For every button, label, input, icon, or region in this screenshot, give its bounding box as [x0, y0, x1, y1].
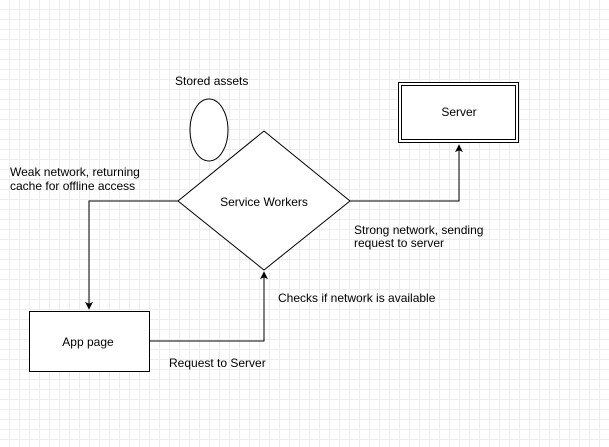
stored-assets-label: Stored assets: [175, 74, 249, 88]
service-workers-node[interactable]: [177, 130, 351, 271]
app-page-label: App page: [62, 335, 114, 349]
stored-assets-node[interactable]: [189, 98, 229, 162]
strong-network-edge[interactable]: [350, 144, 463, 202]
request-to-server-label: Request to Server: [169, 356, 266, 370]
service-workers-label: Service Workers: [220, 195, 308, 209]
weak-network-label-line2: cache for offline access: [10, 179, 136, 193]
server-label: Server: [441, 105, 477, 119]
strong-network-label-line2: request to server: [354, 236, 445, 250]
app-page-node[interactable]: [29, 311, 150, 372]
weak-network-label-line1: Weak network, returning: [10, 165, 140, 179]
strong-network-label-line1: Strong network, sending: [354, 223, 484, 237]
server-node[interactable]: [398, 82, 519, 143]
weak-network-edge[interactable]: [85, 200, 178, 310]
checks-network-label: Checks if network is available: [278, 291, 436, 305]
request-to-server-edge[interactable]: [150, 271, 268, 342]
